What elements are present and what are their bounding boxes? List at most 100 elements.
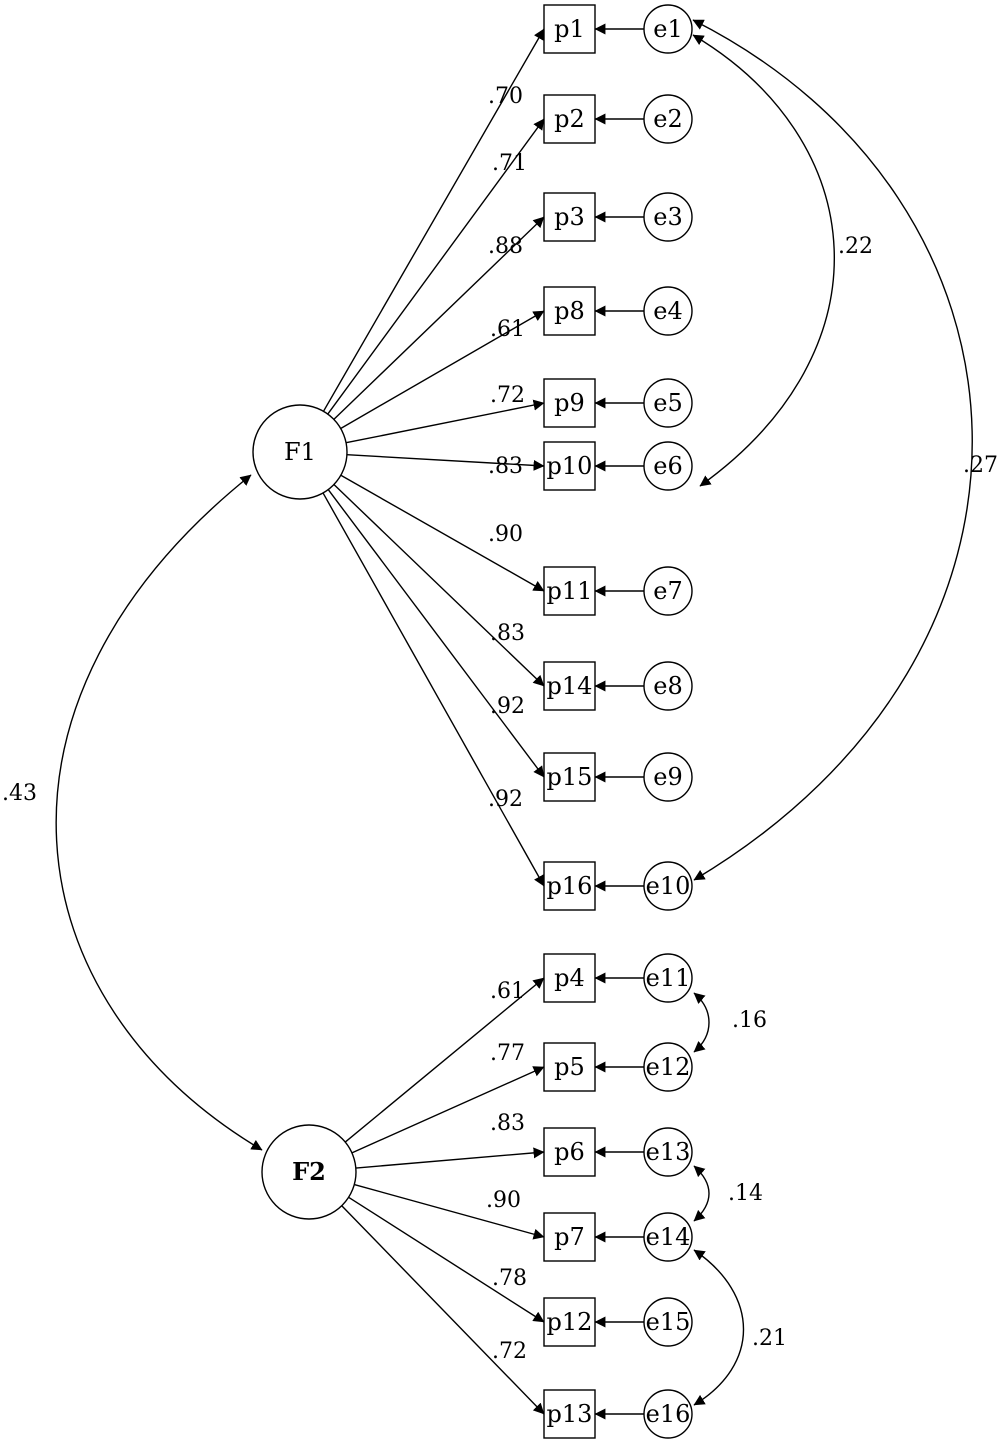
error-label-e10: e10 (646, 872, 691, 900)
indicator-label-p3: p3 (554, 203, 585, 231)
covariance-value-e14-e16: .21 (752, 1326, 787, 1351)
indicator-box-p8 (543, 286, 596, 336)
error-label-e9: e9 (653, 763, 682, 791)
indicator-box-p5 (543, 1042, 596, 1092)
covariance-path-F1-F2 (55, 474, 263, 1151)
covariance-path-e14-e16 (693, 1249, 745, 1406)
paths-layer (55, 19, 973, 1420)
indicator-box-p11 (543, 566, 596, 616)
loading-value-p7: .90 (486, 1188, 521, 1213)
covariance-value-e1-e6: .22 (838, 234, 873, 259)
loading-path-p1 (322, 28, 545, 412)
covariance-value-e13-e14: .14 (728, 1181, 763, 1206)
error-label-e5: e5 (653, 389, 682, 417)
covariance-path-e11-e12 (693, 992, 710, 1053)
indicator-box-p1 (543, 4, 596, 54)
loading-path-p3 (333, 216, 545, 420)
loading-path-p12 (348, 1196, 545, 1323)
indicator-box-p9 (543, 378, 596, 428)
covariance-path-e1-e6 (692, 34, 835, 487)
indicator-box-p16 (543, 861, 596, 911)
indicator-label-p12: p12 (547, 1308, 593, 1336)
loading-value-p16: .92 (488, 787, 523, 812)
error-circle-e10 (643, 861, 693, 911)
loading-value-p4: .61 (490, 979, 525, 1004)
error-circle-e6 (643, 441, 693, 491)
indicator-label-p4: p4 (554, 964, 585, 992)
loading-value-p9: .72 (490, 383, 525, 408)
covariance-value-e1-e10: .27 (963, 453, 998, 478)
error-label-e1: e1 (653, 15, 682, 43)
factor-circle-F2 (261, 1124, 357, 1220)
indicator-label-p1: p1 (554, 15, 585, 43)
loading-value-p15: .92 (490, 694, 525, 719)
covariance-path-e13-e14 (693, 1165, 710, 1222)
factor-circle-F1 (252, 404, 348, 500)
loading-path-p5 (351, 1066, 545, 1154)
indicator-box-p6 (543, 1127, 596, 1177)
factor-label-F1: F1 (284, 438, 316, 466)
error-label-e6: e6 (653, 452, 682, 480)
error-label-e8: e8 (653, 672, 682, 700)
covariance-value-F1-F2: .43 (2, 781, 37, 806)
error-circle-e4 (643, 286, 693, 336)
indicator-label-p16: p16 (547, 872, 593, 900)
loading-path-p15 (327, 489, 545, 778)
error-circle-e1 (643, 4, 693, 54)
indicator-box-p15 (543, 752, 596, 802)
loading-path-p10 (346, 453, 545, 471)
covariance-value-e11-e12: .16 (732, 1008, 767, 1033)
indicator-label-p9: p9 (554, 389, 585, 417)
loading-value-p14: .83 (490, 621, 525, 646)
indicator-label-p10: p10 (547, 452, 593, 480)
error-label-e4: e4 (653, 297, 682, 325)
error-circle-e8 (643, 661, 693, 711)
indicator-box-p12 (543, 1297, 596, 1347)
loading-value-p8: .61 (490, 317, 525, 342)
error-circle-e11 (643, 953, 693, 1003)
indicator-label-p6: p6 (554, 1138, 585, 1166)
error-label-e15: e15 (646, 1308, 691, 1336)
loading-path-p9 (345, 399, 545, 444)
indicator-label-p7: p7 (554, 1223, 585, 1251)
error-label-e11: e11 (646, 964, 691, 992)
indicator-label-p11: p11 (547, 577, 593, 605)
loading-value-p12: .78 (492, 1266, 527, 1291)
error-circle-e7 (643, 566, 693, 616)
error-label-e16: e16 (646, 1400, 691, 1428)
loading-path-p7 (354, 1183, 545, 1240)
loading-value-p5: .77 (490, 1041, 525, 1066)
loading-path-p14 (333, 484, 545, 687)
indicator-label-p14: p14 (547, 672, 593, 700)
loading-value-p10: .83 (488, 454, 523, 479)
indicator-label-p13: p13 (547, 1400, 593, 1428)
loading-value-p3: .88 (488, 234, 523, 259)
indicator-box-p13 (543, 1389, 596, 1439)
loading-value-p6: .83 (490, 1111, 525, 1136)
loading-path-p2 (327, 118, 545, 415)
indicator-box-p3 (543, 192, 596, 242)
loading-value-p11: .90 (488, 522, 523, 547)
error-circle-e5 (643, 378, 693, 428)
loading-path-p4 (344, 977, 545, 1143)
loading-path-p16 (322, 492, 545, 887)
loading-path-p8 (340, 310, 545, 430)
error-label-e3: e3 (653, 203, 682, 231)
loading-path-p11 (340, 474, 545, 592)
indicator-box-p2 (543, 94, 596, 144)
indicator-box-p7 (543, 1212, 596, 1262)
loading-path-p13 (341, 1205, 545, 1415)
error-label-e12: e12 (646, 1053, 691, 1081)
error-circle-e3 (643, 192, 693, 242)
error-label-e7: e7 (653, 577, 682, 605)
loading-value-p13: .72 (492, 1339, 527, 1364)
indicator-label-p8: p8 (554, 297, 585, 325)
error-label-e2: e2 (653, 105, 682, 133)
indicator-box-p4 (543, 953, 596, 1003)
indicator-box-p14 (543, 661, 596, 711)
indicator-label-p15: p15 (547, 763, 593, 791)
error-circle-e13 (643, 1127, 693, 1177)
loading-value-p1: .70 (488, 84, 523, 109)
